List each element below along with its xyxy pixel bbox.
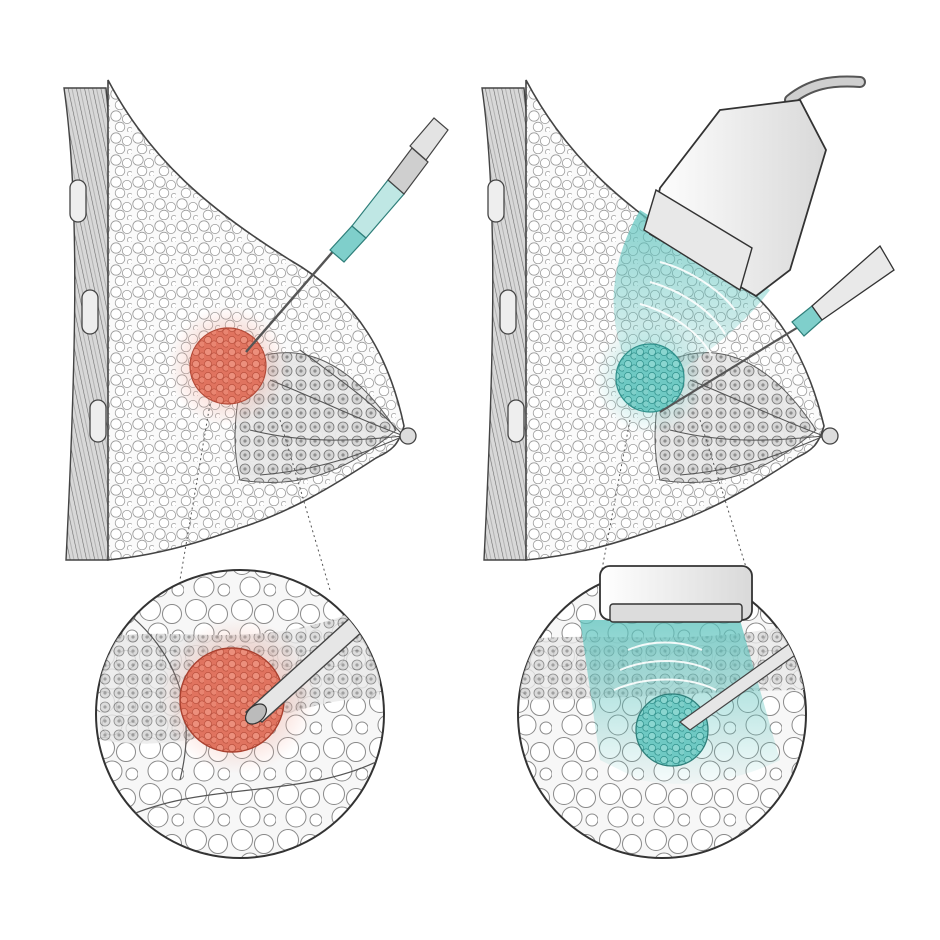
ultrasound-probe-icon [599,565,753,623]
milk-ducts [249,349,405,476]
panel-ultrasound-guided [481,75,895,859]
ultrasound-wave-arcs [613,641,717,691]
milk-ducts [669,379,825,476]
zoom-guide-lines [599,419,751,581]
tumor-icon [189,327,267,405]
magnified-inset-right [517,565,807,859]
panel-palpation-guided [63,79,449,859]
ultrasound-wave-arcs [639,261,736,357]
syringe-icon [659,244,895,413]
nipple-icon [821,427,839,445]
rib-icon [487,179,525,443]
ultrasound-probe-icon [643,75,866,298]
biopsy-needle-icon [679,635,806,731]
nipple-icon [399,427,417,445]
tumor-icon [635,693,709,767]
syringe-icon [245,117,449,353]
tumor-icon [615,343,685,413]
magnified-inset-left [95,569,385,859]
rib-icon [69,179,107,443]
